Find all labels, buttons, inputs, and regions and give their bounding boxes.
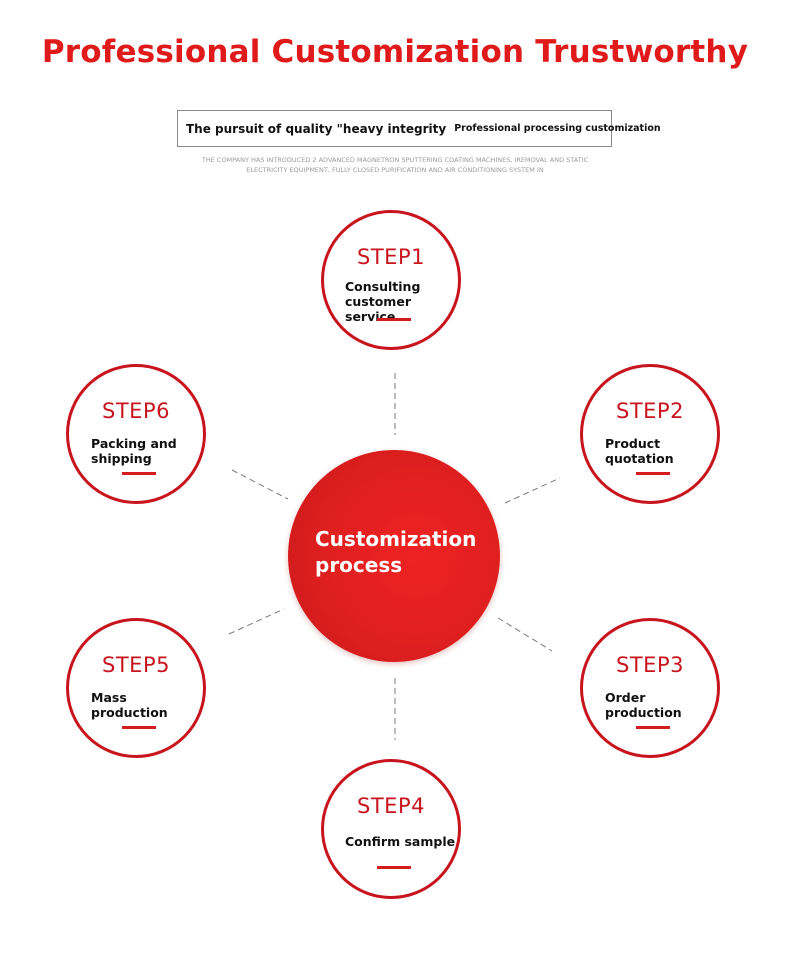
step-desc: Consulting customer service: [345, 279, 421, 324]
step-underline: [377, 866, 411, 869]
page-title: Professional Customization Trustworthy: [41, 34, 749, 70]
step-title: STEP1: [357, 245, 425, 269]
step-desc: Packing and shipping: [91, 436, 177, 466]
center-circle: Customization process: [288, 450, 500, 662]
step-circle-2: STEP2 Product quotation: [580, 364, 720, 504]
step-circle-1: STEP1 Consulting customer service: [321, 210, 461, 350]
step-desc: Order production: [605, 690, 682, 720]
step-underline: [122, 472, 156, 475]
step-underline: [377, 318, 411, 321]
step-title: STEP5: [102, 653, 170, 677]
step-title: STEP3: [616, 653, 684, 677]
connector-step3: [497, 617, 553, 652]
step-circle-5: STEP5 Mass production: [66, 618, 206, 758]
connector-step6: [231, 469, 289, 500]
step-underline: [636, 472, 670, 475]
step-underline: [636, 726, 670, 729]
step-title: STEP2: [616, 399, 684, 423]
step-circle-4: STEP4 Confirm sample: [321, 759, 461, 899]
center-label: Customization process: [315, 527, 477, 577]
connector-step5: [228, 608, 285, 635]
tagline-sub: Professional processing customization: [454, 123, 661, 134]
step-desc: Confirm sample: [345, 834, 456, 849]
step-circle-6: STEP6 Packing and shipping: [66, 364, 206, 504]
step-circle-3: STEP3 Order production: [580, 618, 720, 758]
tagline-box: The pursuit of quality "heavy integrity …: [177, 110, 661, 147]
step-title: STEP6: [102, 399, 170, 423]
company-note: THE COMPANY HAS INTRODUCED 2 ADVANCED MA…: [201, 156, 589, 174]
step-desc: Mass production: [91, 690, 168, 720]
tagline-main: The pursuit of quality "heavy integrity: [186, 121, 447, 136]
connector-step2: [504, 477, 561, 504]
step-desc: Product quotation: [605, 436, 674, 466]
step-underline: [122, 726, 156, 729]
step-title: STEP4: [357, 794, 425, 818]
